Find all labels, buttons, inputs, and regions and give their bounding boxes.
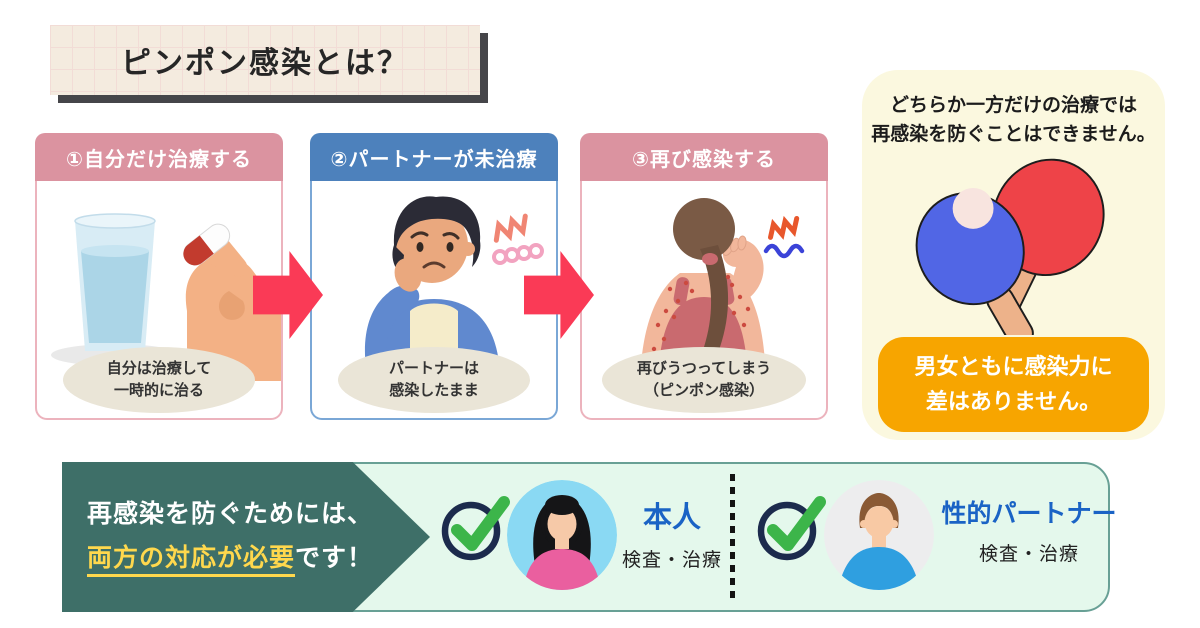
title-banner: ピンポン感染とは？ xyxy=(50,25,480,95)
lead-arrow-block: 再感染を防ぐためには、 両方の対応が必要です！ xyxy=(62,462,430,612)
step-3-header: ③再び感染する xyxy=(580,133,828,181)
page-title: ピンポン感染とは？ xyxy=(121,47,409,80)
bottom-banner: 再感染を防ぐためには、 両方の対応が必要です！ 本人 検査・治療 xyxy=(62,462,1117,612)
person-label-partner: 性的パートナー 検査・治療 xyxy=(936,494,1122,566)
person-name: 本人 xyxy=(642,502,701,534)
step-1-caption: 自分は治療して 一時的に治る xyxy=(63,347,255,413)
step-2-body: パートナーは 感染したまま xyxy=(310,181,558,420)
lead-highlight: 両方の対応が必要 xyxy=(86,544,295,577)
woman-avatar xyxy=(507,480,617,590)
glass-and-pill-illustration xyxy=(51,213,281,381)
step-1-header: ①自分だけ治療する xyxy=(35,133,283,181)
step-2-caption: パートナーは 感染したまま xyxy=(338,347,530,413)
step-card-1: ①自分だけ治療する 自分は治療して 一時的に治る xyxy=(35,133,283,420)
checkmark-circle-icon xyxy=(757,496,826,561)
checkmark-circle-icon xyxy=(441,496,510,561)
step-card-3: ③再び感染する xyxy=(580,133,828,420)
step-card-2: ②パートナーが未治療 xyxy=(310,133,558,420)
step-3-caption: 再びうつってしまう （ピンポン感染） xyxy=(602,347,806,413)
man-avatar xyxy=(824,480,934,590)
side-panel: どちらか一方だけの治療では 再感染を防ぐことはできません。 男女ともに感染力に … xyxy=(862,70,1165,440)
person-label-self: 本人 検査・治療 xyxy=(592,494,752,572)
dotted-divider xyxy=(730,474,735,602)
step-3-body: 再びうつってしまう （ピンポン感染） xyxy=(580,181,828,420)
side-note: どちらか一方だけの治療では 再感染を防ぐことはできません。 xyxy=(871,95,1156,146)
person-detail: 検査・治療 xyxy=(621,550,722,571)
person-detail: 検査・治療 xyxy=(978,544,1079,565)
gender-note-badge: 男女ともに感染力に 差はありません。 xyxy=(878,337,1149,432)
step-2-header: ②パートナーが未治療 xyxy=(310,133,558,181)
step-1-body: 自分は治療して 一時的に治る xyxy=(35,181,283,420)
ping-pong-paddles-illustration xyxy=(915,158,1105,335)
lead-text: 再感染を防ぐためには、 両方の対応が必要です！ xyxy=(80,493,380,581)
person-name: 性的パートナー xyxy=(941,500,1117,528)
